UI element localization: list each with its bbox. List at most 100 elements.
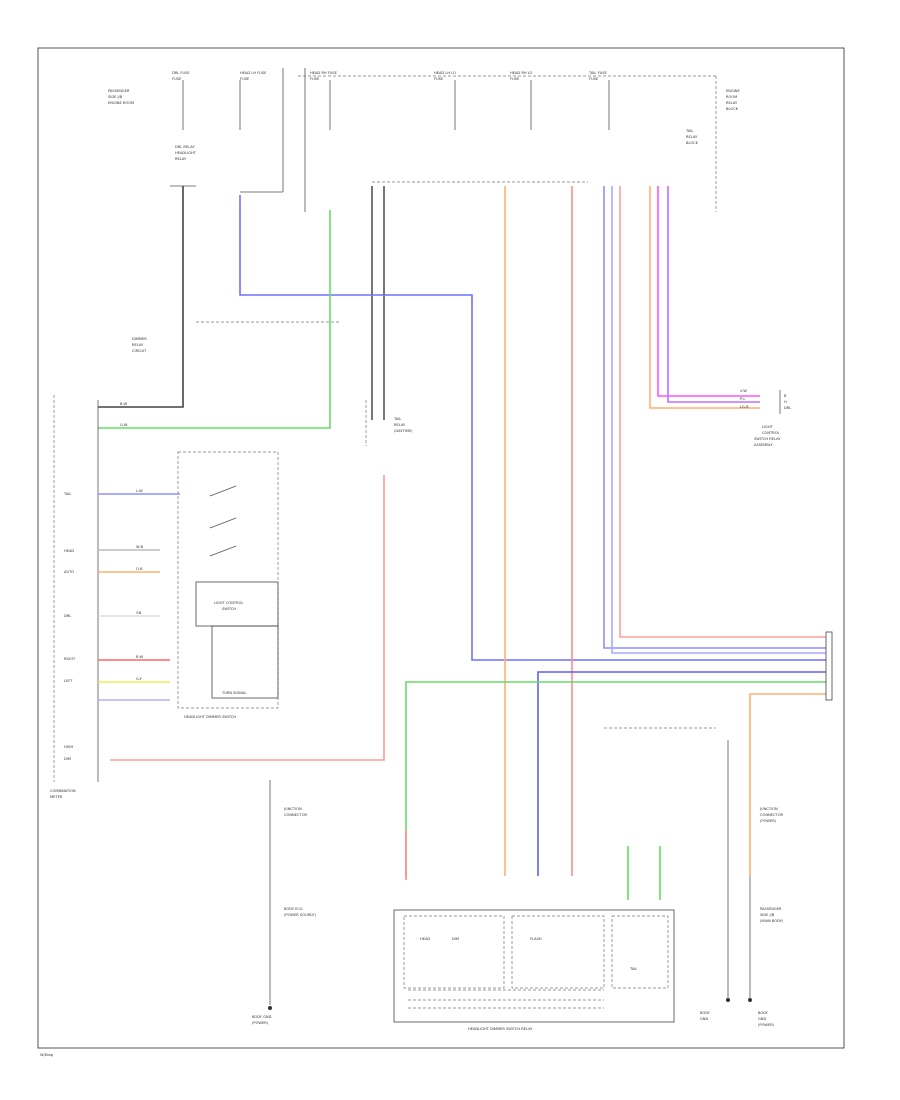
pin-drl: DRL	[64, 614, 71, 618]
tag-vw: V-W	[740, 389, 747, 393]
conn-a-l1: JUNCTION	[283, 807, 302, 811]
dimmer-switch-box: LIGHT CONTROL SWITCH TURN SIGNAL HEADLIG…	[177, 451, 279, 719]
relay-top-l3: RELAY	[175, 157, 187, 161]
wire-tags-left: B-W G-W L-W W-B O-B Y-B R-W G-Y	[120, 402, 144, 681]
tag-gy: G-Y	[136, 677, 143, 681]
light-control-l2: SWITCH	[222, 607, 236, 611]
fuse-sub-6: FUSE	[589, 77, 599, 81]
left-top-l2: SIDE J/B	[108, 95, 123, 99]
fuse-labels-top: DRL FUSE HEAD LH FUSE HEAD RH FUSE HEAD …	[172, 71, 608, 81]
fuse-label-4: HEAD LH LO	[434, 71, 456, 75]
wire-gray-left	[98, 186, 184, 408]
switch-contact-1	[209, 485, 237, 497]
ground-b-l3: (POWER)	[758, 1023, 775, 1027]
bottom-sub-2: DIM	[452, 937, 459, 941]
right-end-connector	[825, 631, 833, 701]
ground-b-point	[748, 998, 752, 1002]
pin-dim: DIM	[64, 757, 71, 761]
right-top-l4: BLOCK	[726, 107, 739, 111]
right-top2-l1: TAIL	[685, 129, 693, 133]
left-top-l3: ENGINE ROOM	[108, 101, 134, 105]
tag-lgr: LG-R	[740, 405, 749, 409]
dimmer-left-l1: DIMMER	[132, 337, 147, 341]
br-a-l2: CONNECTOR	[760, 813, 784, 817]
fuse-label-3: HEAD RH FUSE	[310, 71, 338, 75]
right-top2-l2: RELAY	[686, 135, 698, 139]
dimmer-switch-title: HEADLIGHT DIMMER SWITCH	[184, 715, 236, 719]
right-top-l1: ENGINE	[726, 89, 740, 93]
footer-label: W/Diag	[40, 1053, 53, 1057]
rconn-l4: ASSEMBLY	[754, 443, 773, 447]
fuse-sub-2: FUSE	[240, 77, 250, 81]
right-top-l3: RELAY	[726, 101, 738, 105]
right-top-block: ENGINE ROOM RELAY BLOCK TAIL RELAY BLOCK	[685, 89, 740, 145]
fuse-label-6: TAIL FUSE	[588, 71, 608, 75]
turn-signal-box	[211, 625, 279, 699]
fuse-sub-5: FUSE	[510, 77, 520, 81]
tag-rw: R-W	[136, 655, 144, 659]
br-b-l1: PASSENGER	[760, 907, 782, 911]
wire-pink-right	[619, 186, 826, 638]
ground-b-l2: GND	[758, 1017, 766, 1021]
tag-gw: G-W	[120, 423, 128, 427]
tail-relay: TAIL RELAY (DAYTIME)	[365, 400, 413, 446]
wire-green-bottom	[405, 681, 826, 876]
wire-blue-top	[239, 195, 826, 661]
ecu-l1: COMBINATION	[50, 789, 76, 793]
bottom-sub-4: TAIL	[629, 967, 637, 971]
wire-orange-right	[749, 693, 826, 876]
wire-blue-bottom	[537, 671, 826, 876]
ground-b-l1: BODY	[758, 1011, 769, 1015]
dimmer-left-l3: CIRCUIT	[132, 349, 147, 353]
wire-orange-rconn	[649, 186, 760, 409]
rconn-pin-1: B	[784, 394, 787, 398]
bottom-relay-inner-mid	[511, 915, 605, 989]
rconn-pin-2: H	[784, 400, 787, 404]
tail-relay-l1: TAIL	[393, 417, 401, 421]
tag-lw: L-W	[136, 489, 143, 493]
fuse-sub-1: FUSE	[172, 77, 182, 81]
light-control-l1: LIGHT CONTROL	[214, 601, 243, 605]
bottom-sub-3: FLASH	[530, 937, 542, 941]
conn-a-l2: CONNECTOR	[284, 813, 308, 817]
wire-ltblue-right-2	[611, 186, 826, 654]
left-connector: TAIL HEAD AUTO DRL RIGHT LEFT HIGH DIM C…	[50, 395, 99, 799]
right-top-l2: ROOM	[726, 95, 737, 99]
relay-top-l1: DRL RELAY	[175, 145, 195, 149]
ground-a-l1: BODY	[700, 1011, 711, 1015]
rconn-l2: CONTROL	[762, 431, 780, 435]
left-top-l1: PASSENGER	[108, 89, 130, 93]
conn-b-l2: (POWER SOURCE)	[284, 913, 317, 917]
wire-violet-rconn	[667, 186, 760, 403]
ground-right: JUNCTION CONNECTOR (POWER) PASSENGER SID…	[700, 740, 784, 1027]
tag-bw: B-W	[120, 402, 128, 406]
pin-auto: AUTO	[64, 570, 74, 574]
tail-relay-l3: (DAYTIME)	[394, 429, 413, 433]
bottom-relay-title: HEADLIGHT DIMMER SWITCH RELAY	[468, 1027, 533, 1031]
ground-a-point	[726, 998, 730, 1002]
bottom-sub-1: HEAD	[420, 937, 430, 941]
wire-ltblue-right-1	[603, 186, 826, 649]
br-b-l3: (MAIN BODY)	[760, 919, 784, 923]
tag-yb: Y-B	[136, 611, 142, 615]
diagram-frame	[37, 47, 845, 1049]
ground-left-l1: BODY GND	[252, 1015, 272, 1019]
fuse-sub-4: FUSE	[434, 77, 444, 81]
conn-b-l1: BODY ECU	[284, 907, 303, 911]
rconn-l3: SWITCH RELAY	[754, 437, 781, 441]
rconn-pin-3: DRL	[784, 406, 791, 410]
turn-signal-label: TURN SIGNAL	[221, 691, 246, 695]
bottom-relay-inner-left	[403, 915, 505, 989]
fuse-sub-3: FUSE	[310, 77, 320, 81]
pin-right: RIGHT	[64, 657, 76, 661]
right-connector: B H DRL LIGHT CONTROL SWITCH RELAY ASSEM…	[754, 390, 791, 447]
wire-red-tail	[110, 475, 385, 761]
wire-tags-right: V-W P-L LG-R	[740, 389, 749, 409]
bottom-relay-outline	[393, 909, 675, 1023]
tag-wb: W-B	[136, 545, 144, 549]
dimmer-left-l2: RELAY	[132, 343, 144, 347]
switch-contact-3	[209, 545, 237, 557]
pin-tail: TAIL	[63, 492, 71, 496]
right-top2-l3: BLOCK	[686, 141, 699, 145]
wire-magenta-rconn-1	[657, 186, 760, 397]
